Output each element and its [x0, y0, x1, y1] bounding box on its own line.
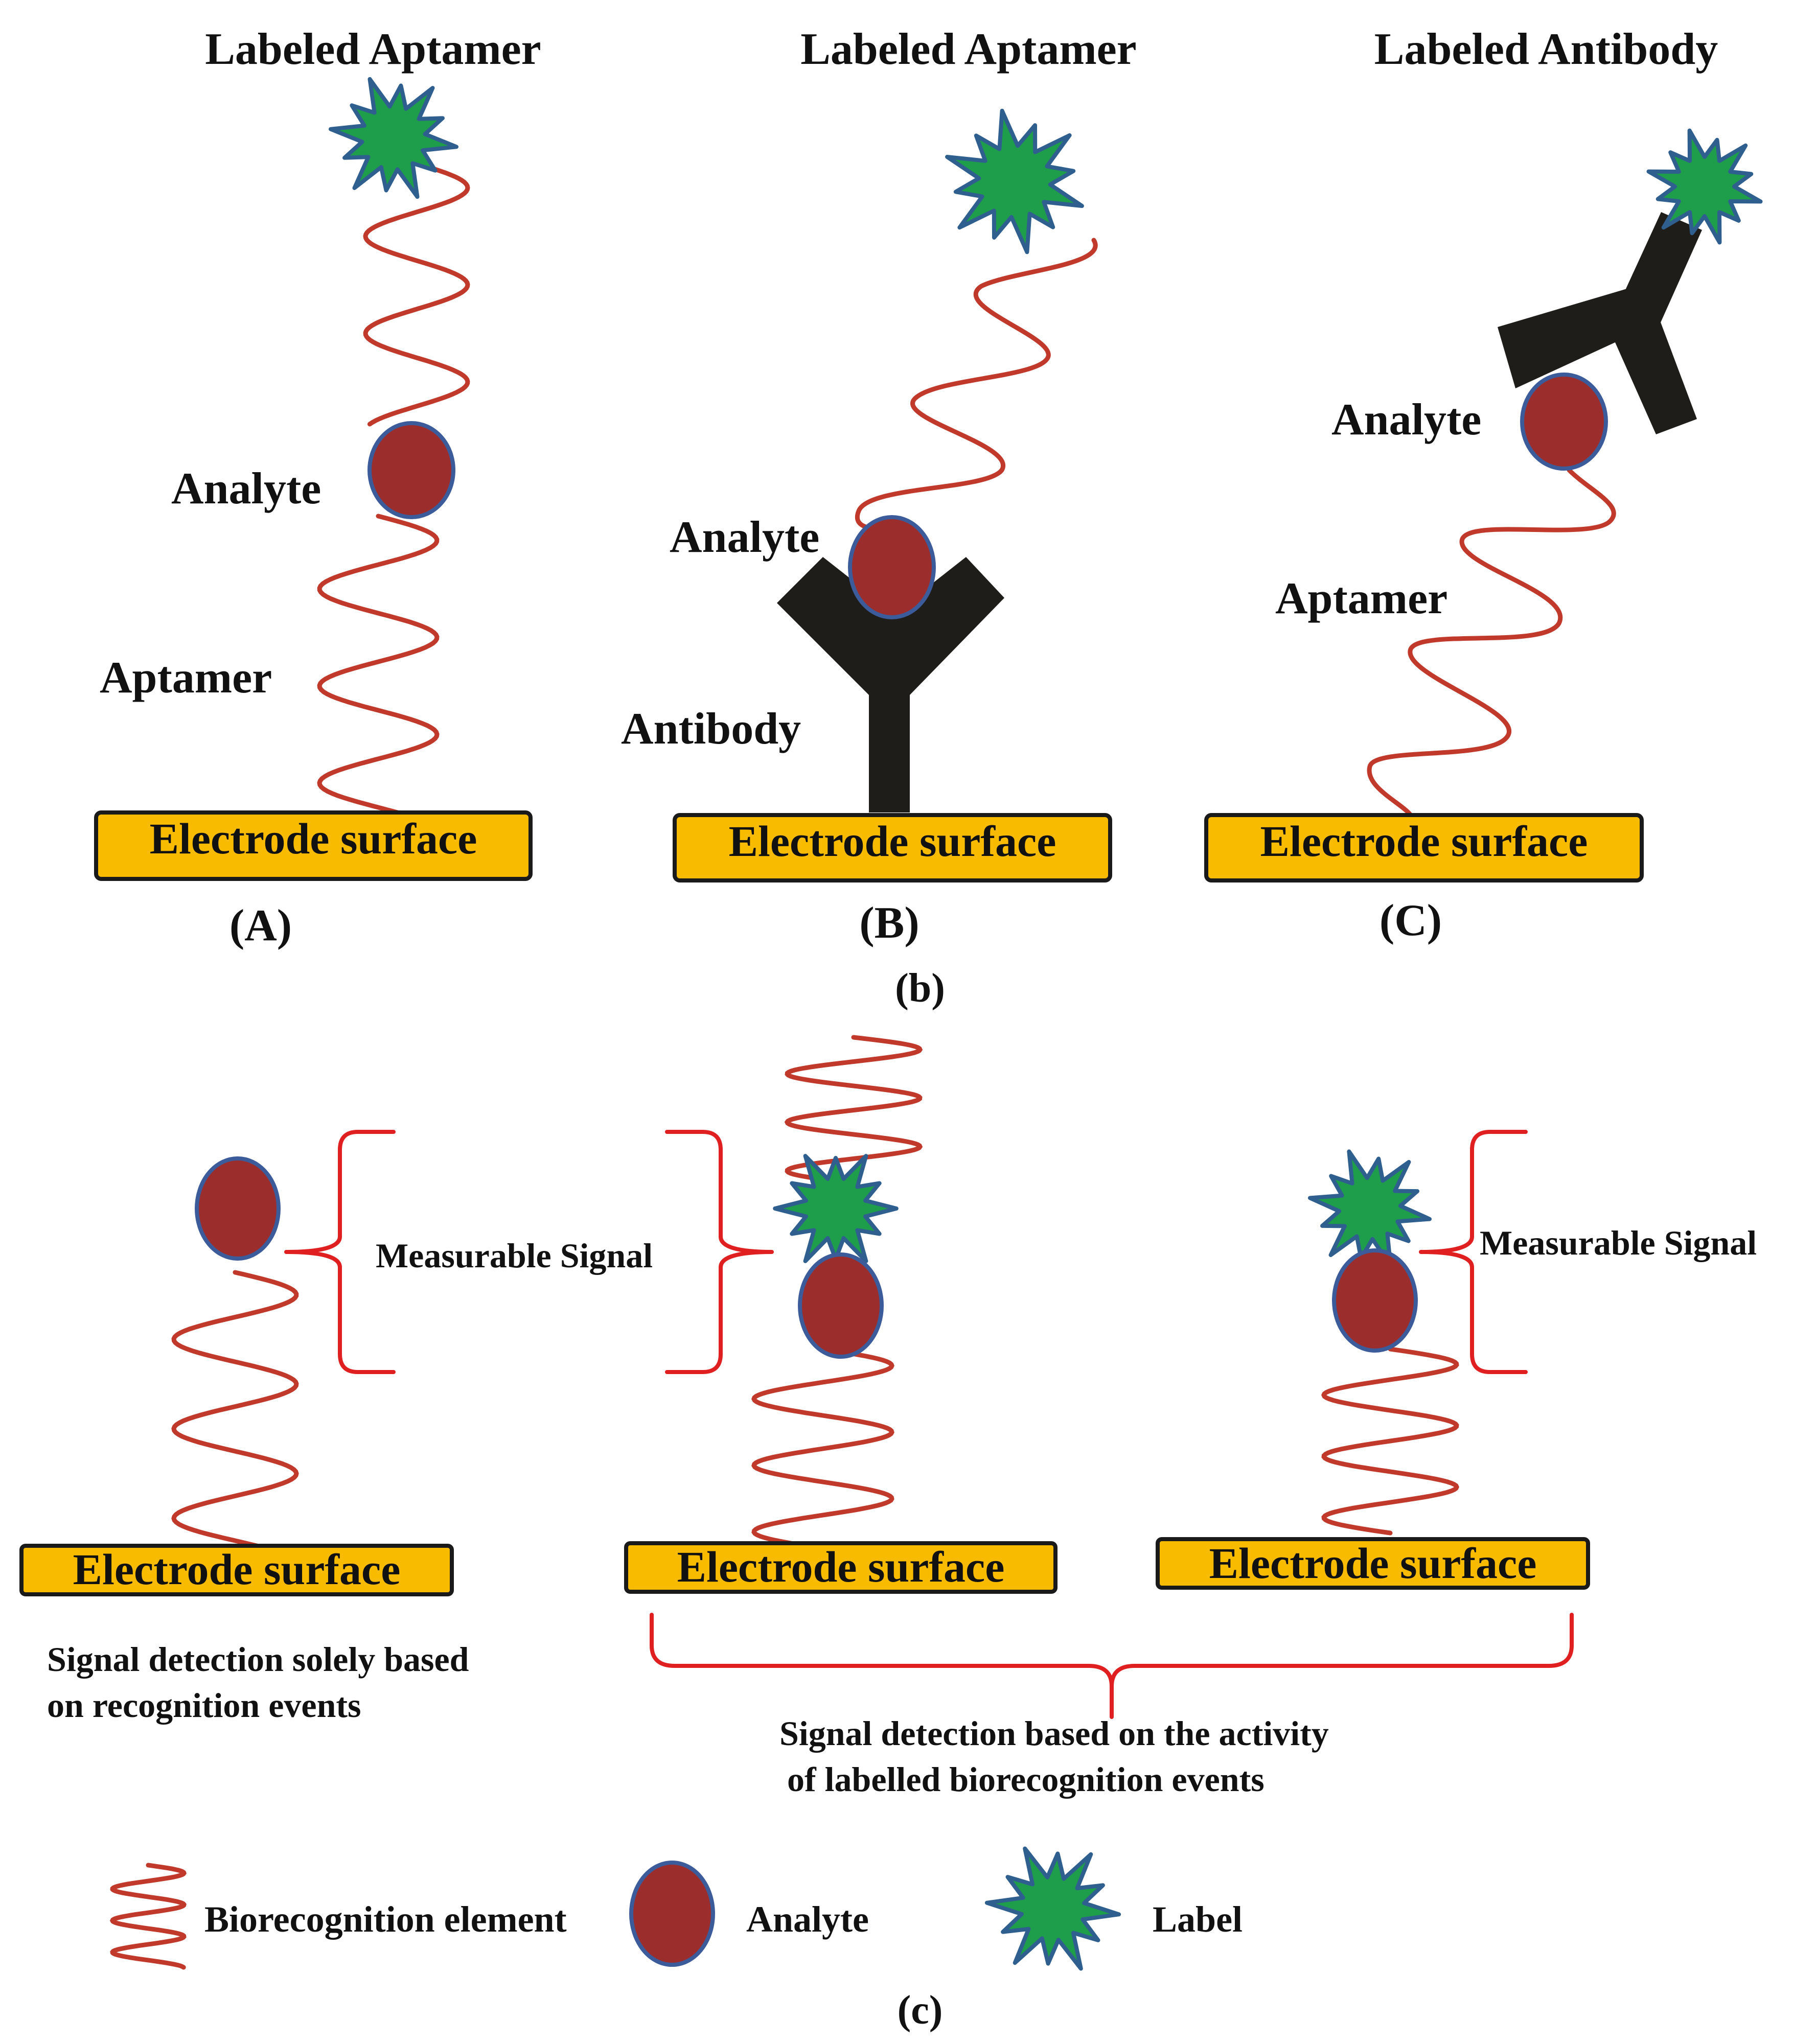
scheme-left: Measurable Signal Electrode surface Sign… — [19, 1130, 653, 1725]
group-description-line1: Signal detection based on the activity — [779, 1714, 1329, 1753]
electrode-label-left: Electrode surface — [73, 1545, 401, 1594]
electrode-middle — [624, 1541, 1058, 1594]
electrode-label-middle: Electrode surface — [677, 1542, 1005, 1591]
analyte-label-c: Analyte — [1331, 395, 1481, 445]
left-description-line2: on recognition events — [47, 1686, 361, 1725]
analyte-left — [195, 1156, 281, 1261]
scheme-right: Measurable Signal Electrode surface — [1156, 1130, 1757, 1590]
electrode-b — [673, 813, 1112, 882]
electrode-c — [1204, 813, 1644, 882]
group-description-line2: of labelled biorecognition events — [787, 1760, 1265, 1799]
electrode-a — [94, 810, 533, 881]
analyte-middle — [798, 1252, 884, 1359]
electrode-label-b: Electrode surface — [729, 817, 1056, 866]
coil-middle-bottom — [751, 1346, 894, 1546]
coil-left — [171, 1270, 299, 1548]
bracket-right — [1419, 1130, 1528, 1374]
aptamer-label-c: Aptamer — [1275, 574, 1447, 623]
label-star-middle — [773, 1154, 899, 1263]
analyte-right — [1332, 1248, 1418, 1353]
aptamer-label-a: Aptamer — [100, 653, 272, 703]
aptamer-coil-b — [855, 238, 1098, 534]
subpanel-letter-a: (A) — [229, 901, 292, 950]
aptamer-coil-a-upper — [363, 161, 470, 427]
panel-c: Measurable Signal Electrode surface Sign… — [19, 1035, 1757, 2033]
aptamer-coil-c — [1367, 468, 1616, 818]
measurable-signal-right: Measurable Signal — [1480, 1223, 1757, 1262]
panel-b-caption: (b) — [895, 966, 945, 1011]
antibody-c — [1498, 212, 1702, 434]
panel-b: Labeled Aptamer Labeled Aptamer Labeled … — [94, 25, 1763, 1011]
bracket-middle — [665, 1130, 774, 1374]
label-star-b — [945, 108, 1084, 254]
panel-a-title: Labeled Aptamer — [205, 25, 541, 74]
coil-middle-top — [784, 1035, 923, 1183]
analyte-b — [848, 515, 936, 619]
analyte-c — [1520, 373, 1608, 471]
legend-label-icon — [984, 1846, 1121, 1971]
label-star-right — [1308, 1149, 1432, 1268]
electrode-label-c: Electrode surface — [1260, 817, 1588, 866]
coil-right — [1321, 1346, 1459, 1536]
group-bracket — [650, 1613, 1574, 1719]
electrode-label-a: Electrode surface — [150, 814, 477, 863]
panel-c-title: Labeled Antibody — [1374, 25, 1718, 74]
legend-analyte-label: Analyte — [746, 1899, 869, 1940]
legend-label-text: Label — [1153, 1899, 1243, 1940]
scheme-middle: Electrode surface — [624, 1035, 1058, 1594]
electrode-label-right: Electrode surface — [1209, 1539, 1537, 1588]
panel-b-title: Labeled Aptamer — [800, 25, 1137, 74]
subpanel-a: Analyte Aptamer Electrode surface (A) — [94, 77, 533, 950]
label-star-c — [1646, 128, 1763, 245]
subpanel-c: Analyte Aptamer Electrode surface (C) — [1204, 128, 1763, 945]
analyte-label-b: Analyte — [670, 513, 819, 562]
measurable-signal-left: Measurable Signal — [376, 1236, 653, 1275]
left-description-line1: Signal detection solely based — [47, 1640, 469, 1679]
legend: Biorecognition element Analyte Label — [109, 1846, 1243, 1971]
legend-analyte-icon — [629, 1861, 715, 1967]
analyte-label-a: Analyte — [171, 464, 321, 514]
legend-biorecognition-icon — [109, 1863, 187, 1970]
antibody-label-b: Antibody — [621, 704, 801, 754]
electrode-left — [19, 1544, 454, 1596]
legend-biorecognition-label: Biorecognition element — [204, 1899, 567, 1940]
aptamer-coil-a-lower — [317, 514, 440, 815]
subpanel-letter-c: (C) — [1380, 896, 1442, 945]
bracket-left — [284, 1130, 396, 1374]
subpanel-letter-b: (B) — [859, 898, 919, 948]
label-star-a — [329, 77, 458, 199]
antibody-b — [777, 557, 1004, 812]
panel-c-caption: (c) — [898, 1988, 943, 2033]
subpanel-b: Analyte Antibody Electrode surface (B) — [621, 108, 1112, 948]
analyte-a — [367, 421, 455, 519]
electrode-right — [1156, 1537, 1590, 1590]
